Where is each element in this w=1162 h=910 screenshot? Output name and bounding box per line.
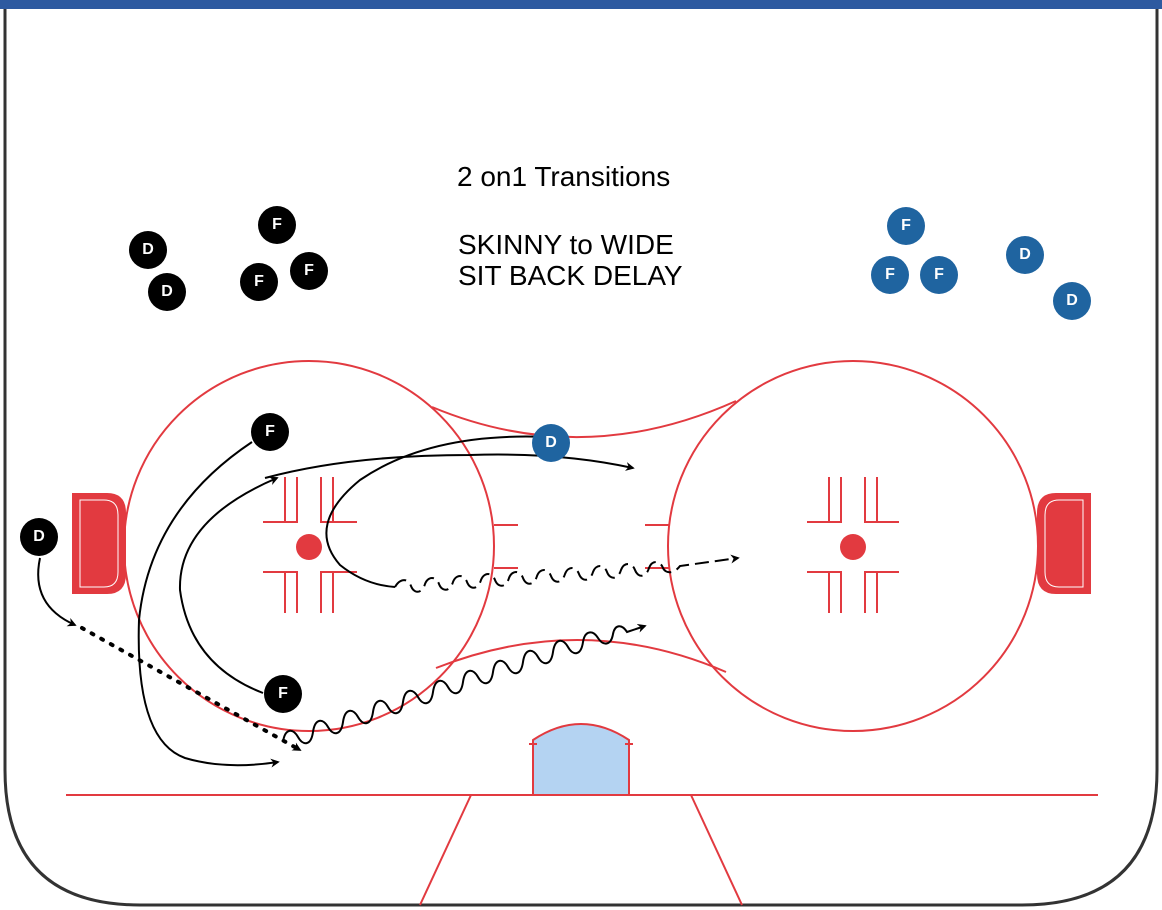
board-top-bar [0, 0, 1162, 9]
player-drill-forward-top[interactable]: F [251, 413, 289, 451]
path-d-wavy-mid [394, 554, 740, 593]
player-blue-defense[interactable]: D [1053, 282, 1091, 320]
connector-bottom [435, 639, 727, 673]
player-black-defense[interactable]: D [148, 273, 186, 311]
player-drill-defense-left[interactable]: D [20, 518, 58, 556]
right-faceoff-marks [807, 477, 899, 613]
drill-subtitle-line1: SKINNY to WIDE [458, 229, 674, 260]
player-drill-forward-bottom[interactable]: F [264, 675, 302, 713]
player-blue-forward[interactable]: F [920, 256, 958, 294]
right-faceoff-dot [840, 534, 866, 560]
rink-boards [3, 5, 1159, 907]
path-d-blue-loop [325, 435, 549, 588]
goal-crease [532, 723, 630, 796]
player-black-defense[interactable]: D [129, 231, 167, 269]
circle-hash-marks [494, 524, 669, 569]
right-net [1037, 493, 1091, 594]
path-puck-carry [282, 624, 647, 745]
path-f-bottom-curl [178, 476, 279, 694]
connector-top [431, 400, 737, 438]
player-black-forward[interactable]: F [240, 263, 278, 301]
player-blue-forward[interactable]: F [887, 207, 925, 245]
left-net [72, 493, 126, 594]
path-f-long-skate [264, 453, 635, 479]
path-d-left [37, 557, 77, 627]
left-faceoff-marks [263, 477, 357, 613]
player-blue-defense[interactable]: D [1006, 236, 1044, 274]
player-black-forward[interactable]: F [290, 252, 328, 290]
drill-title: 2 on1 Transitions [457, 161, 671, 192]
player-black-forward[interactable]: F [258, 206, 296, 244]
player-blue-forward[interactable]: F [871, 256, 909, 294]
trapezoid-right [690, 794, 743, 906]
left-faceoff-dot [296, 534, 322, 560]
path-pass-dotted [80, 626, 302, 752]
drill-subtitle-line2: SIT BACK DELAY [458, 260, 683, 291]
player-drill-defense-blue[interactable]: D [532, 424, 570, 462]
trapezoid-left [419, 794, 472, 906]
path-f-top-curl [137, 441, 280, 768]
drill-paths [37, 435, 740, 768]
